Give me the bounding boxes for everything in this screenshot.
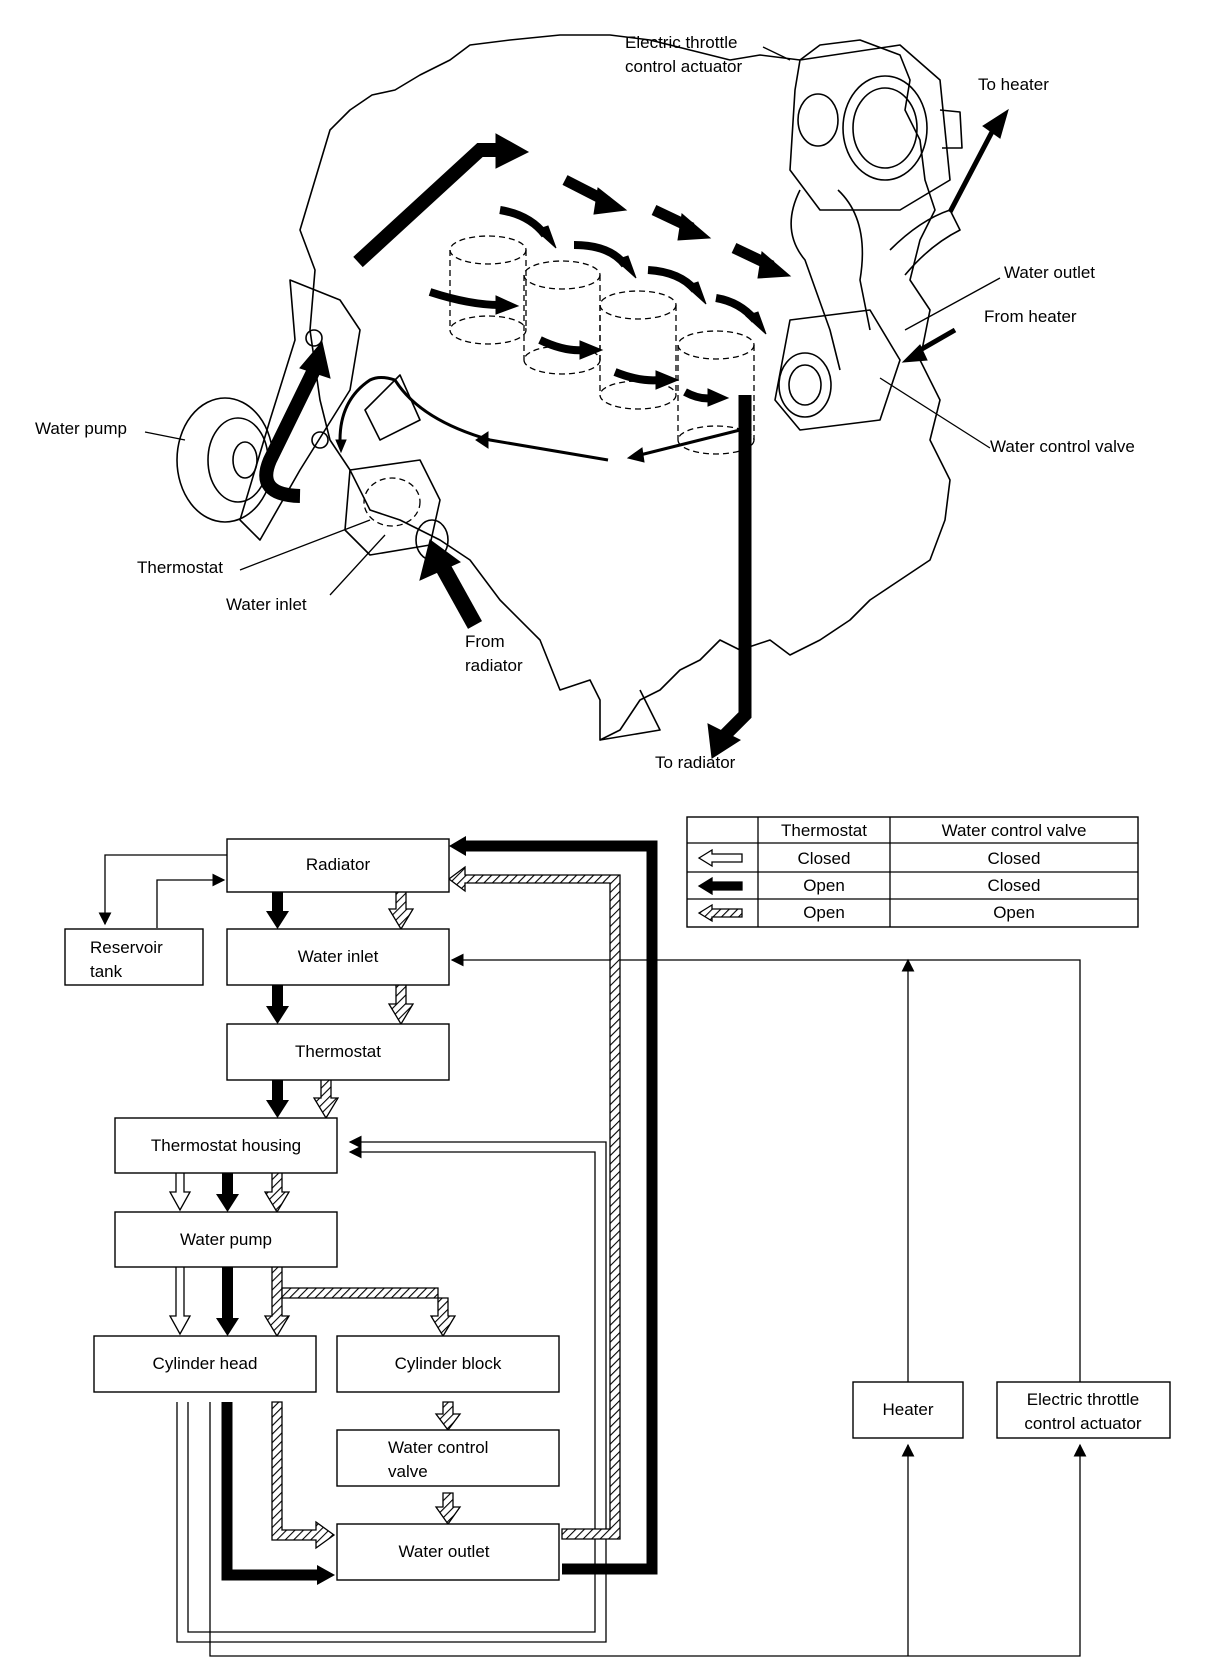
label-water-outlet: Water outlet (1004, 263, 1095, 282)
label-to-heater: To heater (978, 75, 1049, 94)
flow-diagram: Radiator Reservoir tank Water inlet Ther… (64, 836, 1171, 1657)
legend-row: Open Open (697, 903, 1035, 923)
block-cylinder-head: Cylinder head (93, 1335, 317, 1393)
label-from-radiator-line2: radiator (465, 656, 523, 675)
label-from-heater: From heater (984, 307, 1077, 326)
hollow-arrow-icon (697, 848, 743, 868)
solid-flow-path (216, 836, 658, 1585)
throttle-body-illustration (789, 44, 963, 371)
hatched-arrow-icon (697, 903, 743, 923)
block-label: Radiator (306, 855, 371, 874)
block-label: Reservoir (90, 938, 163, 957)
block-label: Water outlet (398, 1542, 489, 1561)
solid-arrow-icon (697, 876, 743, 896)
block-radiator: Radiator (226, 838, 450, 893)
block-label: Cylinder head (153, 1354, 258, 1373)
thin-flow-lines (98, 854, 1087, 1657)
thermostat-housing-illustration (344, 374, 449, 561)
block-reservoir-tank: Reservoir tank (64, 928, 204, 986)
legend-row: Open Closed (697, 876, 1041, 896)
legend-cell: Open (803, 876, 845, 895)
label-water-control-valve: Water control valve (990, 437, 1135, 456)
legend-cell: Closed (798, 849, 851, 868)
block-water-outlet: Water outlet (336, 1523, 560, 1581)
cylinders (449, 235, 755, 455)
block-water-pump: Water pump (114, 1211, 338, 1268)
block-thermostat: Thermostat (226, 1023, 450, 1081)
block-label: Cylinder block (395, 1354, 502, 1373)
block-label: Water pump (180, 1230, 272, 1249)
legend-cell: Open (993, 903, 1035, 922)
legend-row: Closed Closed (697, 848, 1041, 868)
legend-cell: Closed (988, 876, 1041, 895)
label-throttle-line1: Electric throttle (625, 33, 737, 52)
label-thermostat: Thermostat (137, 558, 223, 577)
label-throttle-line2: control actuator (625, 57, 743, 76)
water-outlet-illustration (774, 309, 901, 431)
legend-header-valve: Water control valve (942, 821, 1087, 840)
leader-lines (144, 46, 1001, 596)
legend-header-thermostat: Thermostat (781, 821, 867, 840)
label-water-inlet: Water inlet (226, 595, 307, 614)
legend-cell: Open (803, 903, 845, 922)
label-from-radiator-line1: From (465, 632, 505, 651)
block-label: Thermostat (295, 1042, 381, 1061)
block-cylinder-block: Cylinder block (336, 1335, 560, 1393)
block-label: tank (90, 962, 123, 981)
engine-block-outline (299, 34, 951, 741)
hollow-flow-arrows (168, 1171, 192, 1336)
water-pump-pulley (176, 279, 361, 541)
block-label: Water inlet (298, 947, 379, 966)
legend-table: Thermostat Water control valve Closed Cl… (686, 816, 1139, 928)
hatched-flow-arrows (263, 865, 621, 1550)
block-label: Electric throttle (1027, 1390, 1139, 1409)
block-label: Thermostat housing (151, 1136, 301, 1155)
big-flow-arrows (419, 108, 1009, 759)
block-label: Water control (388, 1438, 488, 1457)
block-water-control-valve: Water control valve (336, 1429, 560, 1487)
block-water-inlet: Water inlet (226, 928, 450, 986)
block-thermostat-housing: Thermostat housing (114, 1117, 338, 1174)
block-label: control actuator (1024, 1414, 1142, 1433)
block-label: valve (388, 1462, 428, 1481)
label-water-pump: Water pump (35, 419, 127, 438)
block-label: Heater (882, 1400, 933, 1419)
block-throttle-actuator: Electric throttle control actuator (996, 1381, 1171, 1439)
block-heater: Heater (852, 1381, 964, 1439)
engine-illustration: Electric throttle control actuator To he… (35, 33, 1135, 772)
legend-cell: Closed (988, 849, 1041, 868)
coolant-flow-arrows (259, 133, 792, 503)
engine-sump-edge (599, 689, 661, 741)
label-to-radiator: To radiator (655, 753, 736, 772)
